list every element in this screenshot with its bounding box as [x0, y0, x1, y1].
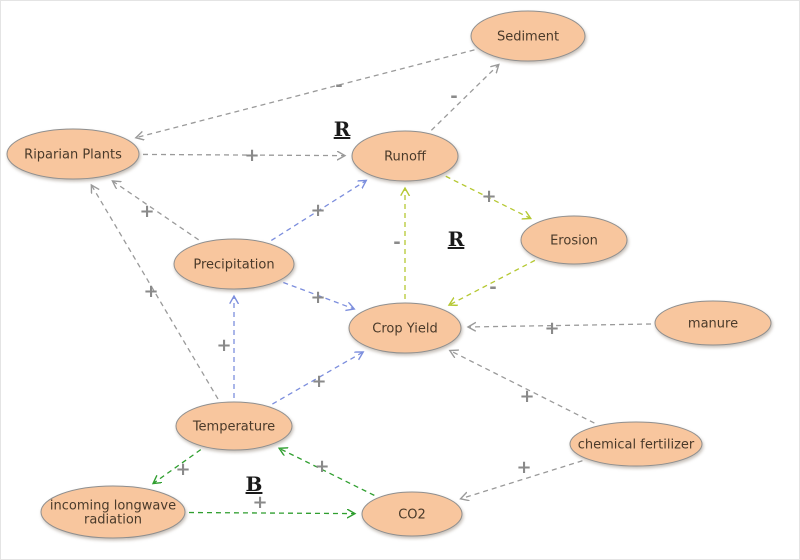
- node-temperature-shape[interactable]: [175, 401, 293, 451]
- node-radiation-shape[interactable]: [40, 485, 186, 539]
- node-sediment-shape[interactable]: [470, 10, 586, 62]
- sign-runoff-sediment: -: [450, 86, 457, 107]
- edge-precipitation-riparian: [112, 181, 199, 241]
- sign-cropyield-runoff: -: [393, 232, 400, 253]
- node-manure-label: manure: [688, 317, 738, 332]
- node-precipitation[interactable]: Precipitation: [173, 238, 295, 290]
- edge-runoff-sediment: [430, 64, 498, 131]
- edge-erosion-cropyield: [449, 259, 536, 305]
- sign-co2-temperature: +: [314, 456, 329, 477]
- edge-runoff-erosion: [445, 175, 531, 218]
- node-manure[interactable]: manure: [654, 300, 772, 346]
- node-runoff[interactable]: Runoff: [351, 130, 459, 182]
- sign-radiation-co2: +: [252, 492, 267, 513]
- edge-chemfert-co2: [461, 460, 583, 499]
- edge-radiation-co2: [188, 513, 355, 514]
- sign-precipitation-runoff: +: [310, 200, 325, 221]
- node-co2[interactable]: CO2: [361, 491, 463, 537]
- node-manure-shape[interactable]: [654, 300, 772, 346]
- node-sediment-label: Sediment: [497, 30, 559, 45]
- loop-b1: B: [246, 472, 263, 496]
- sign-runoff-erosion: +: [481, 186, 496, 207]
- node-runoff-label: Runoff: [384, 150, 427, 165]
- sign-precipitation-riparian: +: [139, 201, 154, 222]
- node-runoff-shape[interactable]: [351, 130, 459, 182]
- edge-manure-cropyield: [468, 324, 652, 327]
- node-riparian-shape[interactable]: [6, 128, 140, 180]
- sign-erosion-cropyield: -: [489, 277, 496, 298]
- sign-temperature-riparian: +: [143, 281, 158, 302]
- sign-chemfert-co2: +: [516, 457, 531, 478]
- node-erosion-label: Erosion: [550, 234, 598, 249]
- node-riparian[interactable]: Riparian Plants: [6, 128, 140, 180]
- edge-riparian-runoff: [142, 154, 345, 155]
- node-riparian-label: Riparian Plants: [24, 148, 122, 163]
- node-temperature[interactable]: Temperature: [175, 401, 293, 451]
- loop-r2: R: [448, 227, 465, 251]
- sign-chemfert-cropyield: +: [519, 386, 534, 407]
- sign-temperature-cropyield: +: [311, 371, 326, 392]
- edge-sediment-riparian: [136, 49, 475, 138]
- node-co2-shape[interactable]: [361, 491, 463, 537]
- node-chemfert[interactable]: chemical fertilizer: [569, 421, 703, 467]
- node-erosion-shape[interactable]: [520, 215, 628, 265]
- node-cropyield-label: Crop Yield: [372, 322, 437, 337]
- sign-riparian-runoff: +: [244, 145, 259, 166]
- sign-sediment-riparian: -: [335, 75, 342, 96]
- sign-precipitation-cropyield: +: [310, 287, 325, 308]
- node-cropyield[interactable]: Crop Yield: [348, 302, 462, 354]
- edge-temperature-radiation: [153, 449, 202, 484]
- edge-precipitation-cropyield: [283, 281, 354, 309]
- node-precipitation-label: Precipitation: [193, 258, 274, 273]
- node-erosion[interactable]: Erosion: [520, 215, 628, 265]
- node-chemfert-label: chemical fertilizer: [578, 438, 695, 453]
- node-cropyield-shape[interactable]: [348, 302, 462, 354]
- edge-temperature-riparian: [91, 185, 219, 400]
- sign-temperature-radiation: +: [175, 459, 190, 480]
- node-chemfert-shape[interactable]: [569, 421, 703, 467]
- loop-r1: R: [334, 117, 351, 141]
- node-precipitation-shape[interactable]: [173, 238, 295, 290]
- edge-precipitation-runoff: [270, 180, 366, 241]
- node-sediment[interactable]: Sediment: [470, 10, 586, 62]
- node-temperature-label: Temperature: [192, 420, 275, 435]
- sign-manure-cropyield: +: [544, 318, 559, 339]
- node-co2-label: CO2: [398, 508, 426, 523]
- sign-temperature-precipitation: +: [216, 335, 231, 356]
